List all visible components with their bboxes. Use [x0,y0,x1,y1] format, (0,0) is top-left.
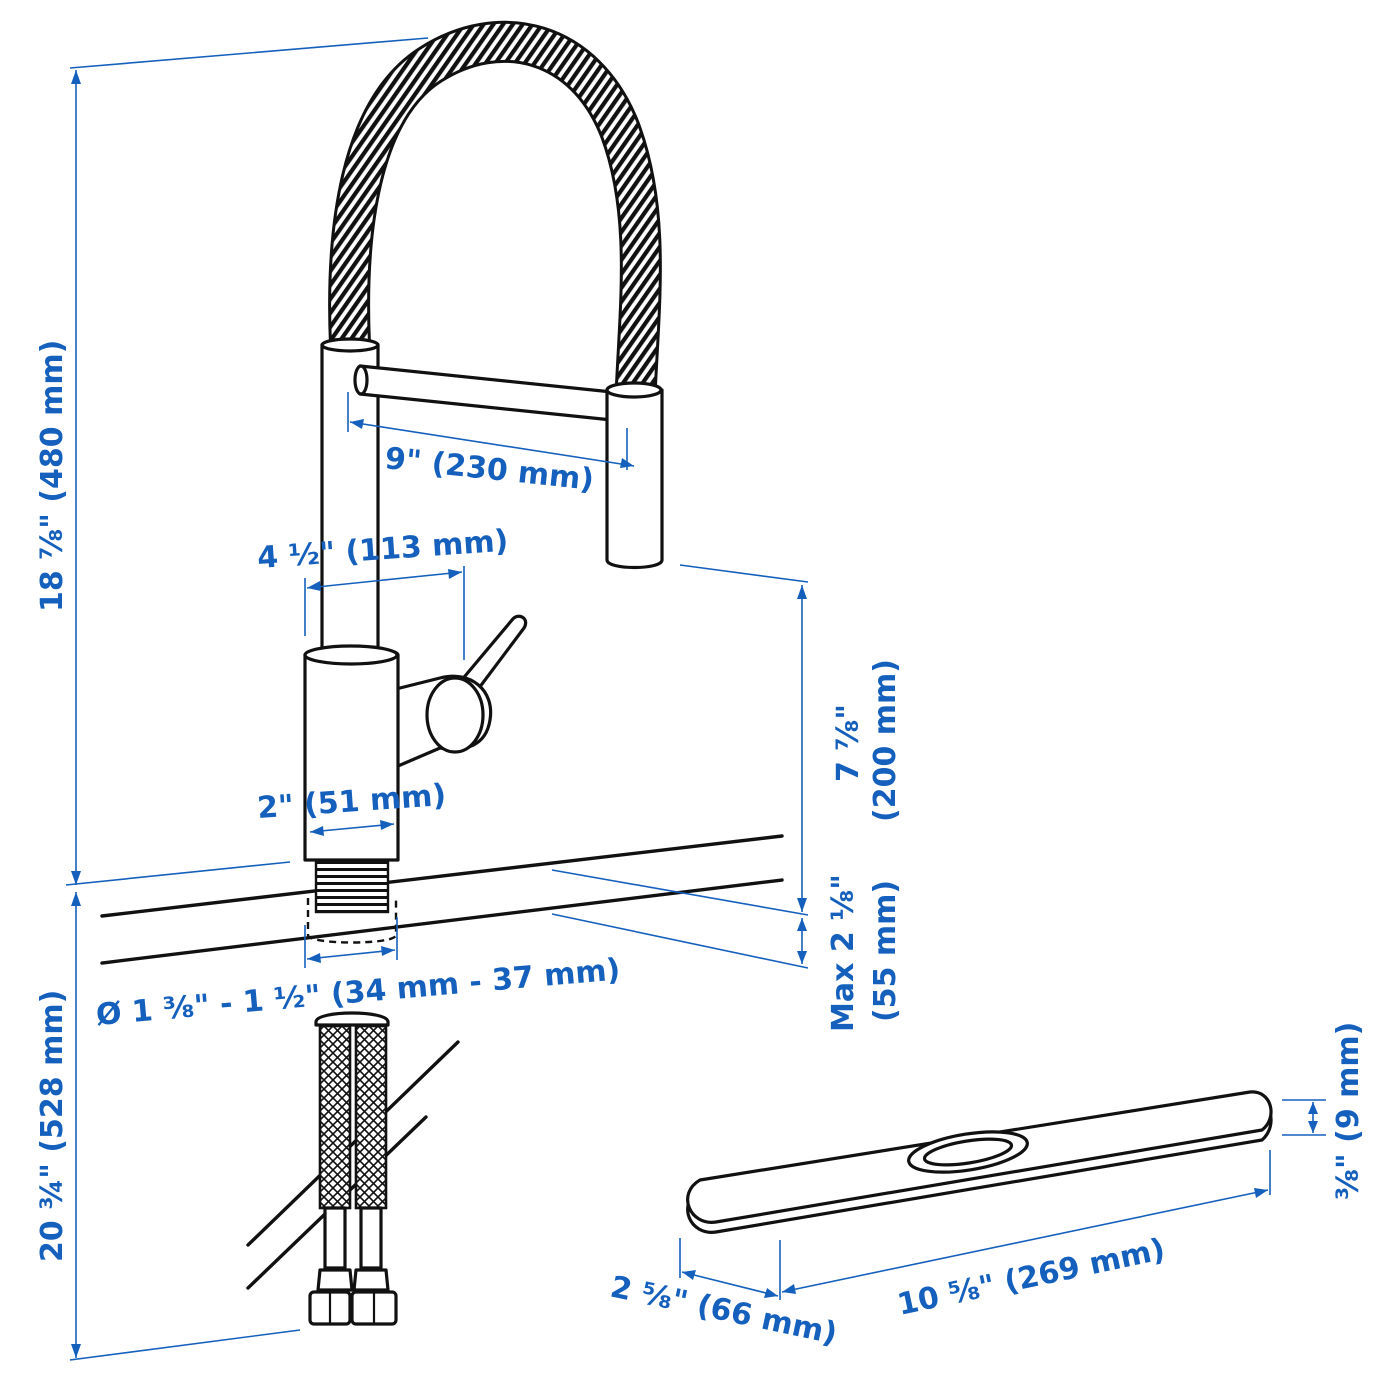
threaded-shank [314,860,390,914]
hose-connector [314,1011,390,1027]
ext-top [69,37,429,69]
arrow [797,898,807,912]
fitting-right-top [352,1268,390,1292]
label-handle-offset: 4 ½" (113 mm) [256,524,509,576]
reach-line [349,421,635,467]
arrow [307,953,321,963]
ext-spout-bottom [679,564,809,583]
shank-hidden-outline [306,898,398,944]
spout-arm [358,364,614,422]
label-hose-length: 20 ¾" (528 mm) [35,990,70,1262]
arrow [1308,1102,1318,1114]
arrow [620,458,634,468]
arrow [764,1288,778,1298]
plate-depth-line [681,1271,779,1297]
plate-length-line [781,1189,1269,1293]
arrow [71,1344,81,1358]
base-line [309,823,395,833]
arrow [380,820,394,830]
arrow [71,892,81,906]
ext-counter-bottom [551,913,809,969]
label-total-height-above: 18 ⅞" (480 mm) [35,340,70,612]
fitting-left-top [316,1268,354,1292]
arrow [448,569,462,579]
deck-plate-drawing [686,1090,1273,1234]
label-max-thickness-mm: (55 mm) [868,880,903,1022]
arrow [71,871,81,885]
arrow [1254,1188,1268,1198]
label-max-thickness-inch: Max 2 ⅛" [826,874,861,1032]
spout-arm-end [353,364,369,396]
label-spout-clearance-mm: (200 mm) [868,659,903,822]
spring-hose [331,23,659,386]
spray-head-top [605,381,663,399]
hose-pipe-right [359,1206,383,1270]
spray-head [605,388,664,570]
countertop-bottom-line [100,878,784,965]
label-base-diameter: 2" (51 mm) [256,778,447,826]
label-spout-reach: 9" (230 mm) [383,441,595,498]
arrow [310,826,324,836]
arrow [782,1284,796,1294]
dimension-arrows [71,70,1318,1358]
column-top [320,337,380,353]
ext-counter-top [551,869,809,916]
arrow [350,419,364,429]
arrow [682,1270,696,1280]
arrow [381,946,395,956]
label-spout-clearance-inch: 7 ⅞" [831,704,866,782]
arrow [797,585,807,599]
handle-cap [425,676,485,754]
arrow [1308,1121,1318,1133]
faucet-base-top [303,644,399,666]
arrow [797,951,807,964]
label-plate-length: 10 ⅝" (269 mm) [894,1232,1168,1323]
countertop-top-line [100,834,784,918]
handle-line [306,571,463,589]
ext-counter [65,861,291,886]
deck-plate-hole-inner [922,1137,1014,1167]
arrow [797,918,807,931]
hole-line [306,949,396,960]
label-plate-height: ⅜" (9 mm) [1331,1022,1366,1200]
ext-bottom [69,1329,301,1361]
arrow [307,581,321,591]
faucet-drawing [100,20,784,1326]
handle-lever [453,614,528,702]
supply-hose-right [354,1024,388,1210]
supply-hose-left [318,1024,352,1210]
arrow [71,70,81,84]
hose-pipe-left [323,1206,347,1270]
cabinet-line-1 [246,1040,460,1247]
